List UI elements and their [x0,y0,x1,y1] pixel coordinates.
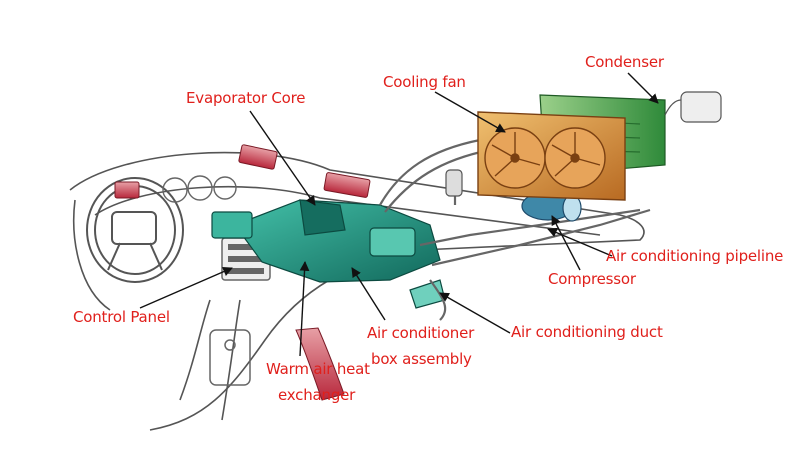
label-cooling-fan: Cooling fan [383,73,466,91]
arrow-pipeline [547,227,613,257]
arrow-cooling-fan [434,91,506,133]
air-vents [114,144,371,401]
ac-box-assembly [211,199,446,309]
arrow-evaporator [249,110,316,206]
label-condenser: Condenser [585,53,664,71]
compressor-shape [521,191,582,222]
steering-wheel-icon [86,177,184,283]
label-control-panel: Control Panel [73,308,170,326]
label-warm-line2: exchanger [278,386,356,404]
label-ac-box-assembly: Air conditioner box assembly [367,320,487,372]
cooling-fan-assembly [477,111,626,201]
label-compressor: Compressor [548,270,636,288]
arrow-compressor [551,215,581,271]
receiver-drier [445,169,463,197]
gear-shifter [209,329,251,386]
label-ac-duct: Air conditioning duct [511,323,663,341]
instrument-gauges [162,175,237,203]
label-warm-air-heat-exchanger: Warm air heat exchanger [266,356,376,408]
arrow-warm-air [299,261,310,357]
label-ac-box-line1: Air conditioner [367,324,475,342]
reservoir-tank [664,91,722,123]
arrow-duct [439,292,511,334]
arrow-condenser [627,72,659,104]
arrow-ac-box [351,267,386,321]
ac-pipelines [379,138,651,321]
label-ac-box-line2: box assembly [371,350,472,368]
label-evaporator-core: Evaporator Core [186,89,306,107]
arrow-control-panel [139,267,233,309]
label-ac-pipeline: Air conditioning pipeline [606,247,784,265]
label-warm-line1: Warm air heat [266,360,370,378]
callout-arrows [139,72,659,357]
